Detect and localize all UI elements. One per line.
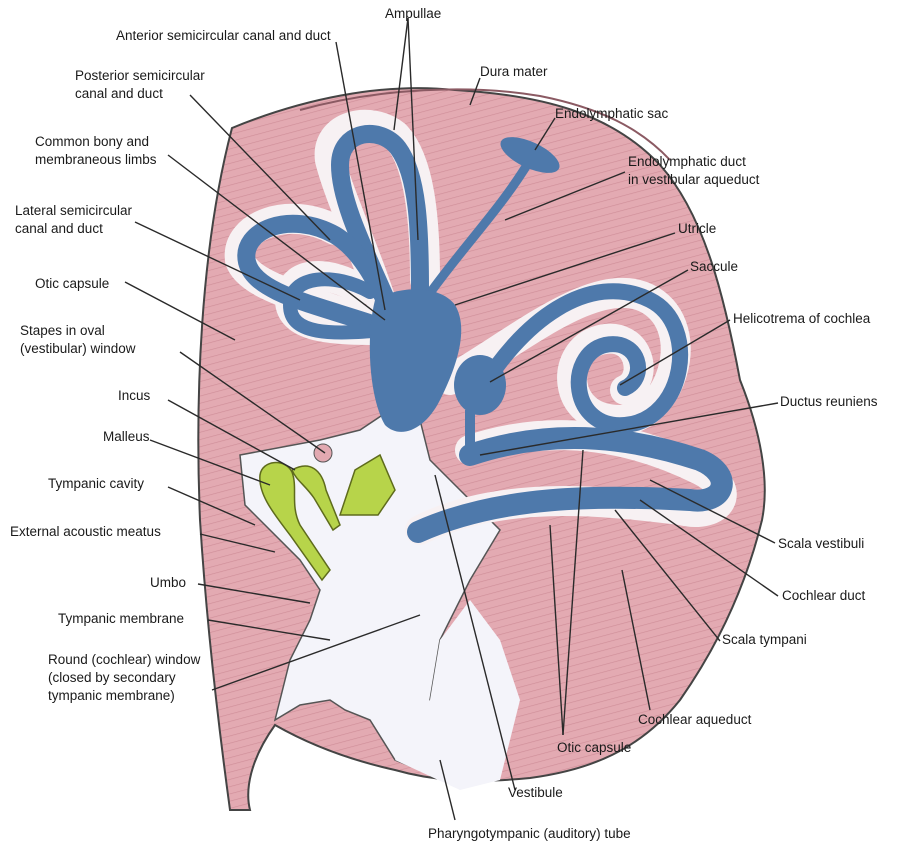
- label-otic-capsule-bottom: Otic capsule: [557, 740, 631, 755]
- label-stapes-1: Stapes in oval: [20, 323, 105, 338]
- label-helicotrema: Helicotrema of cochlea: [733, 311, 871, 326]
- label-lateral-canal-2: canal and duct: [15, 221, 103, 236]
- label-tympanic-membrane: Tympanic membrane: [58, 611, 184, 626]
- label-vestibule: Vestibule: [508, 785, 563, 800]
- label-ampullae: Ampullae: [385, 6, 441, 21]
- label-round-window-2: (closed by secondary: [48, 670, 176, 685]
- label-ductus-reuniens: Ductus reuniens: [780, 394, 878, 409]
- label-external-acoustic-meatus: External acoustic meatus: [10, 524, 161, 539]
- label-stapes-2: (vestibular) window: [20, 341, 136, 356]
- label-scala-tympani: Scala tympani: [722, 632, 807, 647]
- label-cochlear-aqueduct: Cochlear aqueduct: [638, 712, 752, 727]
- label-round-window-1: Round (cochlear) window: [48, 652, 201, 667]
- label-endolymphatic-sac: Endolymphatic sac: [555, 106, 669, 121]
- label-anterior-canal: Anterior semicircular canal and duct: [116, 28, 331, 43]
- label-endolymphatic-duct-1: Endolymphatic duct: [628, 154, 746, 169]
- label-saccule: Saccule: [690, 259, 738, 274]
- label-pharyngotympanic-tube: Pharyngotympanic (auditory) tube: [428, 826, 631, 841]
- label-scala-vestibuli: Scala vestibuli: [778, 536, 864, 551]
- label-lateral-canal-1: Lateral semicircular: [15, 203, 133, 218]
- saccule: [454, 355, 506, 415]
- label-dura-mater: Dura mater: [480, 64, 548, 79]
- label-umbo: Umbo: [150, 575, 186, 590]
- label-otic-capsule-left: Otic capsule: [35, 276, 109, 291]
- label-common-limbs-2: membraneous limbs: [35, 152, 157, 167]
- label-malleus: Malleus: [103, 429, 150, 444]
- label-round-window-3: tympanic membrane): [48, 688, 175, 703]
- label-cochlear-duct: Cochlear duct: [782, 588, 866, 603]
- label-endolymphatic-duct-2: in vestibular aqueduct: [628, 172, 760, 187]
- label-incus: Incus: [118, 388, 151, 403]
- label-common-limbs-1: Common bony and: [35, 134, 149, 149]
- label-posterior-canal-2: canal and duct: [75, 86, 163, 101]
- label-tympanic-cavity: Tympanic cavity: [48, 476, 144, 491]
- label-posterior-canal-1: Posterior semicircular: [75, 68, 205, 83]
- label-utricle: Utricle: [678, 221, 716, 236]
